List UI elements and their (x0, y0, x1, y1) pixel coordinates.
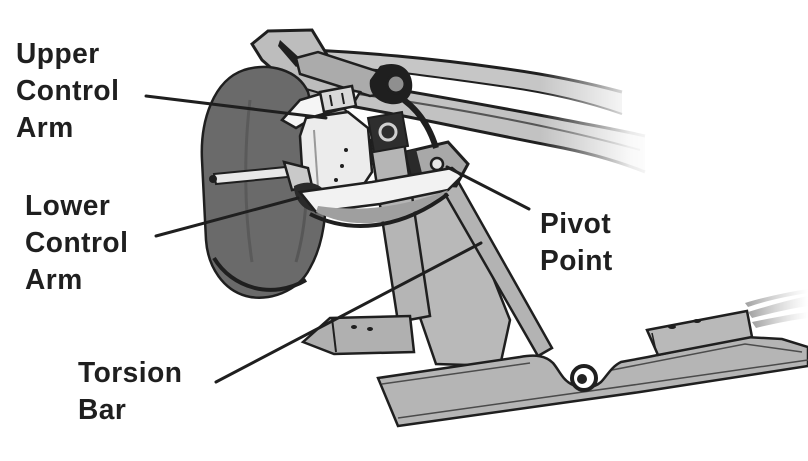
leader-line-upper-control-arm (144, 94, 328, 120)
strut-rod-bracket (300, 314, 416, 356)
label-line: Upper (16, 38, 100, 70)
shock-mount-eye (385, 73, 407, 95)
label-torsion-bar: Torsion Bar (78, 355, 182, 429)
label-line: Pivot (540, 208, 612, 240)
upper-control-arm-part (280, 50, 439, 149)
motion-blur-streaks (745, 289, 808, 328)
label-line: Control (25, 227, 129, 259)
leader-line-lower-control-arm (154, 196, 300, 238)
leader-line-torsion-bar (214, 241, 483, 384)
body-mount-grommet (570, 364, 598, 392)
label-line: Bar (78, 394, 127, 426)
label-line: Arm (25, 264, 83, 296)
label-line: Lower (25, 190, 111, 222)
label-lower-control-arm: Lower Control Arm (25, 188, 128, 299)
label-line: Control (16, 75, 120, 107)
lower-control-arm-part (294, 166, 464, 228)
label-upper-control-arm: Upper Control Arm (16, 36, 119, 147)
frame-plate (645, 309, 754, 357)
label-line: Point (540, 245, 613, 277)
label-line: Arm (16, 112, 74, 144)
leader-line-pivot-point (445, 165, 531, 211)
upper-arm-mount (366, 110, 410, 154)
label-pivot-point: Pivot Point (540, 206, 613, 280)
label-line: Torsion (78, 357, 183, 389)
